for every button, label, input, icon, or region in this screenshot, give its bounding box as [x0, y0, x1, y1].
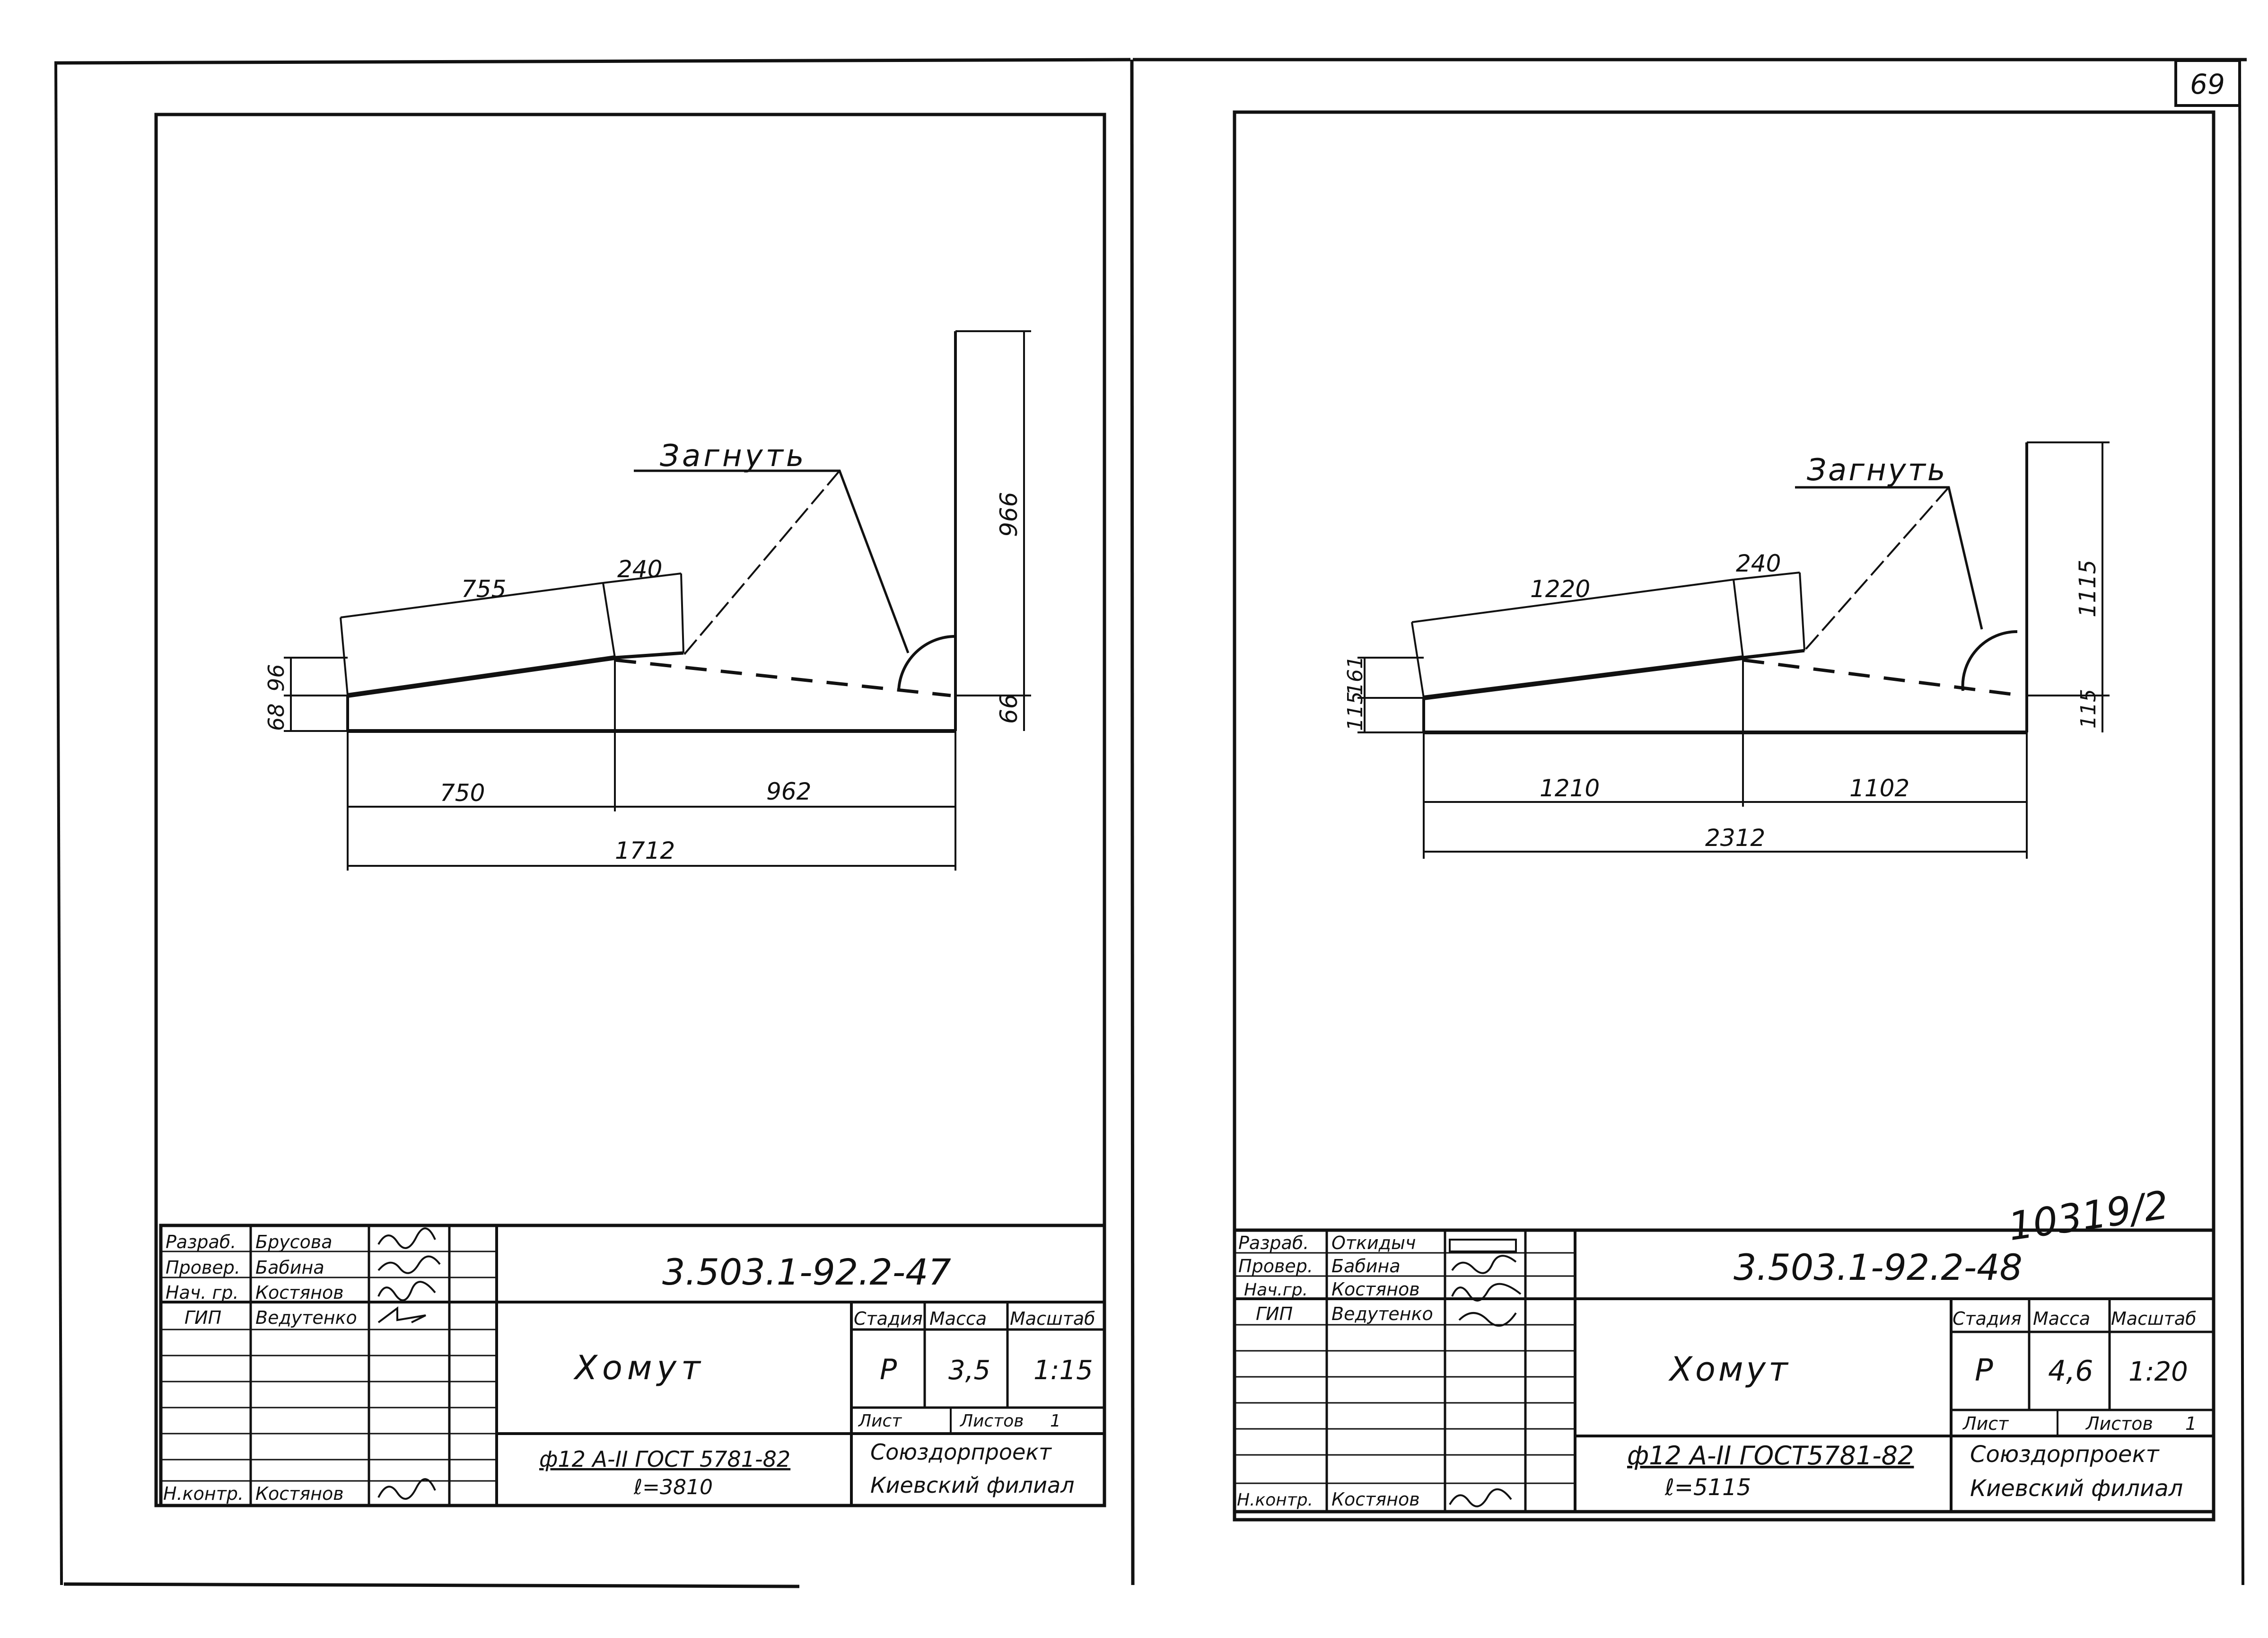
person-left-2: Костянов [255, 1282, 344, 1303]
stage-left: Р [880, 1353, 897, 1386]
person-right-2: Костянов [1331, 1279, 1420, 1300]
org-right-1: Союздорпроект [1970, 1441, 2160, 1468]
role-right-0: Разраб. [1238, 1233, 1309, 1253]
signature-right-2 [1451, 1283, 1522, 1302]
signature-right-0 [1449, 1239, 1517, 1252]
sheet-label-left: Лист [858, 1411, 902, 1431]
dim-left-height-right: 966 [995, 492, 1023, 537]
role-right-1: Провер. [1238, 1256, 1313, 1277]
person-right-0: Откидыч [1331, 1233, 1416, 1253]
mass-left: 3,5 [948, 1355, 990, 1386]
dim-left-total: 1712 [615, 837, 675, 864]
stage-label-left: Стадия [854, 1308, 923, 1329]
material-left: ф12 А-II ГОСТ 5781-82 [539, 1446, 790, 1472]
mass-label-right: Масса [2033, 1308, 2090, 1329]
dim-right-small-b: 115 [1343, 691, 1367, 731]
dim-right-seg-top-left: 1220 [1530, 575, 1590, 603]
title-block-left: Разраб. Брусова Провер. Бабина Нач. гр. … [159, 1224, 1106, 1507]
drawing-left: Загнуть 755 240 966 66 96 68 750 962 171… [263, 330, 1031, 871]
scale-left: 1:15 [1033, 1355, 1093, 1386]
signature-right-3 [1458, 1312, 1517, 1327]
scale-right: 1:20 [2128, 1356, 2188, 1387]
role-left-nkontr: Н.контр. [163, 1483, 244, 1504]
signature-left-1 [377, 1255, 441, 1274]
doc-code-right: 3.503.1-92.2-48 [1734, 1246, 2023, 1288]
scale-label-right: Масштаб [2111, 1308, 2197, 1329]
mass-right: 4,6 [2048, 1355, 2093, 1388]
signature-left-2 [377, 1281, 436, 1301]
length-right: ℓ=5115 [1664, 1474, 1751, 1501]
person-left-3: Ведутенко [255, 1307, 357, 1328]
stage-right: Р [1975, 1353, 1993, 1388]
page-number-box: 69 [2174, 59, 2241, 107]
dim-left-seg-top-left: 755 [461, 575, 506, 603]
length-left: ℓ=3810 [633, 1475, 713, 1499]
dim-right-bottom-right: 1102 [1849, 775, 1909, 802]
dim-right-seg-top-right: 240 [1736, 550, 1781, 577]
sheets-label-right: Листов [2085, 1413, 2153, 1434]
outer-frames [54, 58, 2247, 1588]
item-name-left: Хомут [573, 1348, 705, 1387]
scale-label-left: Масштаб [1010, 1308, 1095, 1329]
role-right-2: Нач.гр. [1244, 1280, 1308, 1300]
person-right-1: Бабина [1331, 1256, 1401, 1277]
dim-left-bottom-left: 750 [440, 779, 485, 807]
doc-code-left: 3.503.1-92.2-47 [662, 1251, 951, 1293]
sheets-label-left: Листов [959, 1411, 1024, 1431]
dim-left-small-a: 96 [263, 664, 289, 692]
org-left-1: Союздорпроект [870, 1439, 1052, 1465]
org-left-2: Киевский филиал [870, 1472, 1075, 1498]
dim-right-total: 2312 [1705, 824, 1765, 852]
sheets-count-left: 1 [1050, 1411, 1061, 1431]
signature-left-nkontr [377, 1478, 436, 1500]
role-left-1: Провер. [166, 1257, 240, 1278]
role-left-3: ГИП [184, 1307, 221, 1328]
bend-note-right: Загнуть [1807, 453, 1947, 488]
signature-left-0 [377, 1227, 436, 1249]
person-left-0: Брусова [255, 1232, 333, 1252]
archive-number: 10319/2 [2005, 1183, 2172, 1250]
signature-left-3 [377, 1306, 426, 1323]
title-block-right: Разраб. Откидыч Провер. Бабина Нач.гр. К… [1233, 1228, 2215, 1514]
stage-label-right: Стадия [1953, 1308, 2022, 1329]
sheets-count-right: 1 [2185, 1413, 2197, 1434]
dim-left-seg-top-right: 240 [617, 555, 662, 583]
dim-left-bottom-right: 962 [766, 778, 811, 805]
dim-right-height-right: 1115 [2075, 560, 2101, 617]
signature-right-nkontr [1449, 1488, 1512, 1507]
dim-left-base-right: 66 [995, 694, 1023, 724]
role-right-nkontr: Н.контр. [1237, 1490, 1313, 1510]
person-right-nkontr: Костянов [1331, 1489, 1420, 1510]
drawing-right: Загнуть 1220 240 1115 115 161 115 1210 1… [1343, 441, 2110, 859]
mass-label-left: Масса [929, 1308, 987, 1329]
person-left-1: Бабина [255, 1257, 324, 1278]
dim-left-small-b: 68 [263, 703, 289, 731]
role-right-3: ГИП [1256, 1303, 1293, 1324]
person-left-nkontr: Костянов [255, 1483, 344, 1504]
dim-right-base-right: 115 [2076, 689, 2101, 729]
material-right: ф12 А-II ГОСТ5781-82 [1627, 1441, 1914, 1471]
person-right-3: Ведутенко [1331, 1303, 1433, 1324]
bend-note-left: Загнуть [660, 439, 807, 474]
role-left-0: Разраб. [166, 1232, 236, 1252]
signature-right-1 [1451, 1255, 1517, 1274]
org-right-2: Киевский филиал [1970, 1475, 2183, 1502]
item-name-right: Хомут [1668, 1350, 1791, 1389]
dim-right-small-a: 161 [1343, 656, 1367, 696]
sheet-label-right: Лист [1962, 1413, 2009, 1434]
role-left-2: Нач. гр. [166, 1282, 239, 1303]
dim-right-bottom-left: 1210 [1540, 775, 1600, 802]
page-number: 69 [2190, 68, 2225, 100]
